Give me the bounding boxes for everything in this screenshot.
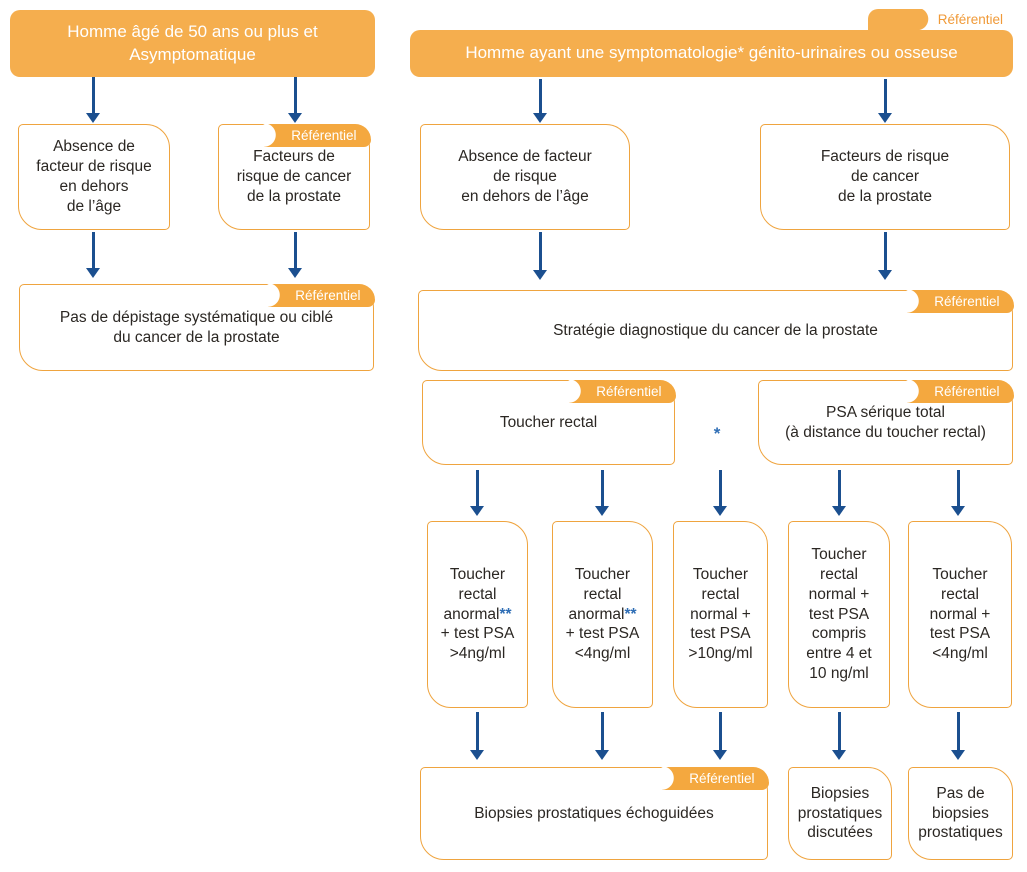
arrow-down: [470, 470, 484, 516]
arrow-down: [86, 232, 100, 278]
referentiel-tag: Référentiel: [867, 9, 1013, 30]
box-result-normal-psa-over10: Toucher rectal normal + test PSA >10ng/m…: [673, 521, 768, 708]
box-biopsies-discussed: Biopsies prostatiques discutées: [788, 767, 892, 860]
arrow-down: [595, 470, 609, 516]
arrow-down: [288, 232, 302, 278]
referentiel-tag: Référentiel: [568, 379, 676, 403]
double-asterisk: **: [624, 605, 637, 623]
box-result-normal-psa-under4: Toucher rectal normal + test PSA <4ng/ml: [908, 521, 1012, 708]
result-text: Toucher rectal anormal: [568, 565, 631, 623]
box-psa-total: Référentiel PSA sérique total (à distanc…: [758, 379, 1014, 465]
arrow-down: [878, 232, 892, 280]
box-biopsies-discussed-label: Biopsies prostatiques discutées: [797, 784, 883, 842]
box-no-screening: Référentiel Pas de dépistage systématiqu…: [19, 283, 375, 371]
box-guided-biopsies-label: Biopsies prostatiques échoguidées: [474, 804, 714, 822]
result-text: + test PSA >4ng/ml: [440, 625, 515, 663]
arrow-down: [713, 712, 727, 760]
result-text: Toucher rectal normal + test PSA <4ng/ml: [929, 565, 991, 663]
referentiel-tag: Référentiel: [906, 289, 1014, 313]
header-men-50-asymptomatic-label: Homme âgé de 50 ans ou plus et Asymptoma…: [67, 21, 318, 64]
box-result-abnormal-psa-over4: Toucher rectal anormal** + test PSA >4ng…: [427, 521, 528, 708]
box-psa-total-label: PSA sérique total (à distance du toucher…: [785, 403, 986, 441]
referentiel-tag: Référentiel: [906, 379, 1014, 403]
box-no-biopsies: Pas de biopsies prostatiques: [908, 767, 1013, 860]
arrow-down: [533, 232, 547, 280]
header-men-50-asymptomatic: Homme âgé de 50 ans ou plus et Asymptoma…: [10, 10, 375, 77]
box-digital-rectal-exam-label: Toucher rectal: [499, 413, 598, 431]
arrow-down: [832, 712, 846, 760]
header-men-symptomatic-label: Homme ayant une symptomatologie* génito-…: [465, 43, 958, 63]
box-no-risk-factor-left-label: Absence de facteur de risque en dehors d…: [36, 138, 152, 215]
referentiel-tag: Référentiel: [661, 766, 769, 790]
referentiel-tag-label: Référentiel: [915, 9, 1013, 30]
box-guided-biopsies: Référentiel Biopsies prostatiques échogu…: [420, 766, 769, 860]
arrow-down: [533, 79, 547, 123]
arrow-down: [470, 712, 484, 760]
arrow-down: [86, 77, 100, 123]
box-no-risk-factor-right: Absence de facteur de risque en dehors d…: [420, 124, 630, 230]
box-risk-factors-left: Référentiel Facteurs de risque de cancer…: [218, 123, 371, 230]
box-risk-factors-right: Facteurs de risque de cancer de la prost…: [760, 124, 1010, 230]
box-risk-factors-right-label: Facteurs de risque de cancer de la prost…: [820, 148, 950, 205]
box-digital-rectal-exam: Référentiel Toucher rectal: [422, 379, 676, 465]
arrow-down: [951, 712, 965, 760]
result-text: Toucher rectal normal + test PSA >10ng/m…: [688, 565, 753, 663]
double-asterisk: **: [499, 605, 512, 623]
box-no-screening-label: Pas de dépistage systématique ou ciblé d…: [59, 308, 334, 346]
box-diagnostic-strategy: Référentiel Stratégie diagnostique du ca…: [418, 289, 1014, 371]
box-diagnostic-strategy-label: Stratégie diagnostique du cancer de la p…: [553, 321, 878, 339]
box-no-risk-factor-right-label: Absence de facteur de risque en dehors d…: [458, 148, 592, 205]
footnote-asterisk: *: [713, 424, 721, 443]
result-text: Toucher rectal normal + test PSA compris…: [806, 546, 872, 683]
arrow-down: [713, 470, 727, 516]
arrow-down: [595, 712, 609, 760]
box-risk-factors-left-label: Facteurs de risque de cancer de la prost…: [236, 148, 352, 205]
arrow-down: [288, 77, 302, 123]
box-result-abnormal-psa-under4: Toucher rectal anormal** + test PSA <4ng…: [552, 521, 653, 708]
referentiel-tag: Référentiel: [267, 283, 375, 307]
arrow-down: [951, 470, 965, 516]
result-text: Toucher rectal anormal: [443, 565, 506, 623]
arrow-down: [878, 79, 892, 123]
result-text: + test PSA <4ng/ml: [565, 625, 640, 663]
box-result-normal-psa-4to10: Toucher rectal normal + test PSA compris…: [788, 521, 890, 708]
box-no-biopsies-label: Pas de biopsies prostatiques: [918, 784, 1003, 842]
header-men-symptomatic: Référentiel Homme ayant une symptomatolo…: [410, 9, 1013, 77]
arrow-down: [832, 470, 846, 516]
box-no-risk-factor-left: Absence de facteur de risque en dehors d…: [18, 124, 170, 230]
referentiel-tag: Référentiel: [263, 123, 371, 147]
referentiel-tag-strip: [867, 9, 916, 30]
